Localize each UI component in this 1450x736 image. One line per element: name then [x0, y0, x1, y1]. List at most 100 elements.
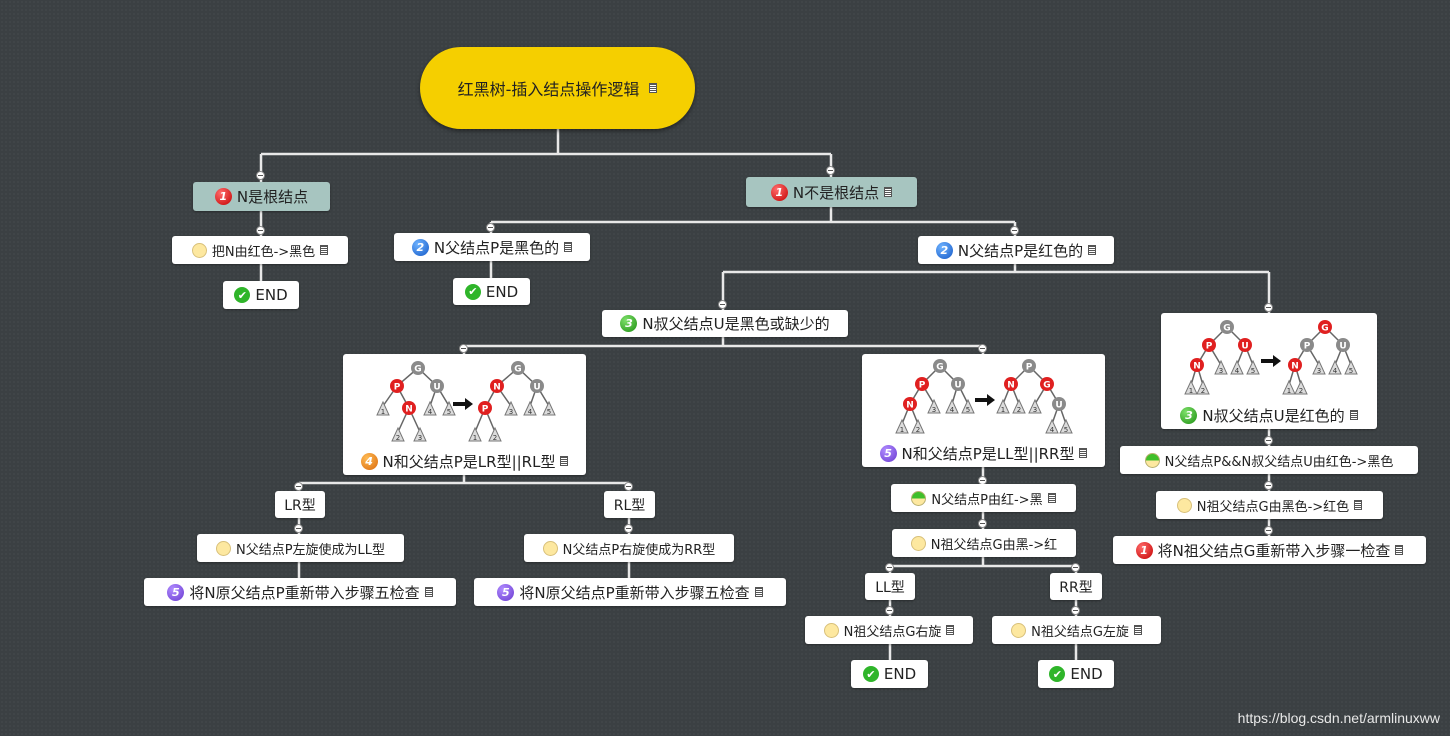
note-icon[interactable] [1395, 545, 1404, 555]
arrow-icon [1261, 355, 1281, 367]
tree-node-label: G [1321, 324, 1328, 334]
subtree-label: 3 [1219, 367, 1223, 375]
note-icon[interactable] [1349, 410, 1358, 420]
subtree-label: 2 [916, 426, 920, 434]
tree-node [390, 379, 404, 393]
subtree-triangle [468, 426, 482, 442]
subtree-triangle [1045, 418, 1059, 434]
tree-node-label: U [433, 383, 440, 393]
node-ll-grand-recolor[interactable]: N祖父结点G由黑->红 [892, 529, 1076, 557]
collapse-icon[interactable] [885, 563, 894, 572]
node-parent-black[interactable]: 2 N父结点P是黑色的 [394, 233, 590, 261]
node-rr[interactable]: RR型 [1050, 573, 1102, 600]
collapse-icon[interactable] [826, 166, 835, 175]
tree-node [903, 397, 917, 411]
priority-4-icon: 4 [360, 452, 378, 470]
collapse-icon[interactable] [256, 226, 265, 235]
collapse-icon[interactable] [624, 524, 633, 533]
tree-node-label: P [394, 383, 401, 393]
collapse-icon[interactable] [1264, 436, 1273, 445]
node-root-recolor[interactable]: 把N由红色->黑色 [172, 236, 348, 264]
collapse-icon[interactable] [294, 524, 303, 533]
collapse-icon[interactable] [718, 300, 727, 309]
node-uncle-black[interactable]: 3 N叔父结点U是黑色或缺少的 [602, 310, 848, 337]
node-rl-rotate[interactable]: N父结点P右旋使成为RR型 [524, 534, 734, 562]
collapse-icon[interactable] [1071, 563, 1080, 572]
tree-node [1238, 338, 1252, 352]
collapse-icon[interactable] [1264, 481, 1273, 490]
collapse-icon[interactable] [1264, 303, 1273, 312]
note-icon[interactable] [884, 187, 893, 197]
node-ured-recheck[interactable]: 1 将N祖父结点G重新带入步骤一检查 [1113, 536, 1426, 564]
collapse-icon[interactable] [885, 606, 894, 615]
note-icon[interactable] [1079, 448, 1088, 458]
node-rr-rotate[interactable]: N祖父结点G左旋 [992, 616, 1161, 644]
tree-node-label: G [1043, 381, 1050, 391]
arrow-icon [453, 398, 473, 410]
tree-node-label: N [493, 383, 501, 393]
collapse-icon[interactable] [978, 344, 987, 353]
node-ured-recolor-g[interactable]: N祖父结点G由黑色->红色 [1156, 491, 1383, 519]
collapse-icon[interactable] [486, 223, 495, 232]
root-topic[interactable]: 红黑树-插入结点操作逻辑 [420, 47, 695, 129]
collapse-icon[interactable] [1071, 606, 1080, 615]
node-end[interactable]: ✔ END [1038, 660, 1114, 688]
collapse-icon[interactable] [1010, 226, 1019, 235]
note-icon[interactable] [560, 456, 569, 466]
note-icon[interactable] [564, 242, 573, 252]
node-rl-recheck[interactable]: 5 将N原父结点P重新带入步骤五检查 [474, 578, 786, 606]
tree-node [1288, 358, 1302, 372]
priority-5-icon: 5 [879, 444, 897, 462]
collapse-icon[interactable] [624, 482, 633, 491]
note-icon[interactable] [649, 83, 658, 93]
note-icon[interactable] [754, 587, 763, 597]
tree-node [1336, 338, 1350, 352]
tree-node [1004, 377, 1018, 391]
note-icon[interactable] [946, 625, 955, 635]
note-icon[interactable] [320, 245, 329, 255]
node-lr-rotate[interactable]: N父结点P左旋使成为LL型 [197, 534, 404, 562]
node-ll[interactable]: LL型 [865, 573, 915, 600]
node-ured-recolor-pu[interactable]: N父结点P&&N叔父结点U由红色->黑色 [1120, 446, 1418, 474]
node-ll-parent-recolor[interactable]: N父结点P由红->黑 [891, 484, 1076, 512]
tree-node [1052, 397, 1066, 411]
subtree-triangle [523, 400, 537, 416]
note-icon[interactable] [1133, 625, 1142, 635]
task-dot-icon [823, 622, 839, 638]
collapse-icon[interactable] [256, 171, 265, 180]
note-icon[interactable] [1088, 245, 1097, 255]
node-end[interactable]: ✔ END [851, 660, 928, 688]
node-parent-red[interactable]: 2 N父结点P是红色的 [918, 236, 1114, 264]
tree-node-label: P [1304, 342, 1311, 352]
node-lr-recheck[interactable]: 5 将N原父结点P重新带入步骤五检查 [144, 578, 456, 606]
tree-node-label: G [1223, 324, 1230, 334]
subtree-triangle [1230, 359, 1244, 375]
node-n-is-root[interactable]: 1 N是根结点 [193, 182, 330, 211]
tree-node [490, 379, 504, 393]
tree-node-label: N [1193, 362, 1201, 372]
tree-node-label: N [1007, 381, 1015, 391]
node-ll-rotate[interactable]: N祖父结点G右旋 [805, 616, 973, 644]
tree-node-label: U [533, 383, 540, 393]
node-end[interactable]: ✔ END [223, 281, 299, 309]
collapse-icon[interactable] [978, 519, 987, 528]
tree-node [1190, 358, 1204, 372]
node-rl[interactable]: RL型 [604, 491, 655, 518]
subtree-label: 2 [1201, 387, 1205, 395]
node-n-not-root[interactable]: 1 N不是根结点 [746, 177, 917, 207]
collapse-icon[interactable] [1264, 526, 1273, 535]
node-end[interactable]: ✔ END [453, 278, 530, 305]
note-icon[interactable] [424, 587, 433, 597]
subtree-triangle [1344, 359, 1358, 375]
subtree-triangle [1196, 379, 1210, 395]
note-icon[interactable] [1354, 500, 1363, 510]
root-title: 红黑树-插入结点操作逻辑 [457, 80, 640, 99]
collapse-icon[interactable] [294, 482, 303, 491]
node-lr[interactable]: LR型 [275, 491, 325, 518]
note-icon[interactable] [1047, 493, 1056, 503]
collapse-icon[interactable] [459, 344, 468, 353]
